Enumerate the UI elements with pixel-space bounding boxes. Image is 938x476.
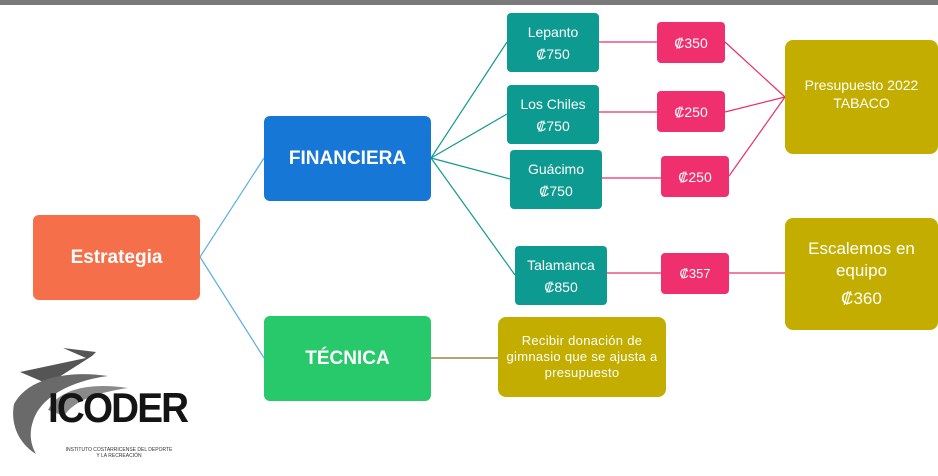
link-financiera-guacimo — [430, 157, 511, 180]
escalemos-node: Escalemos en equipo ₡360 — [785, 218, 938, 330]
cost-label: ₡250 — [678, 168, 712, 185]
logo-wordmark: ICODER — [48, 384, 189, 431]
location-name: Los Chiles — [520, 95, 586, 112]
location-node-lepanto: Lepanto ₡750 — [507, 13, 599, 72]
location-amount: ₡850 — [544, 278, 578, 295]
link-financiera-chiles — [430, 113, 508, 159]
cost-node-guacimo: ₡250 — [661, 156, 729, 197]
escalemos-label: Escalemos en equipo — [808, 239, 915, 280]
top-divider — [0, 0, 938, 5]
link-financiera-talamanca — [430, 157, 516, 276]
cost-label: ₡250 — [674, 103, 708, 120]
link-strategy-tecnica — [199, 256, 265, 359]
link-strategy-financiera — [199, 157, 265, 258]
financiera-label: FINANCIERA — [288, 147, 407, 169]
recibir-node: Recibir donación de gimnasio que se ajus… — [498, 317, 666, 397]
cost-label: ₡357 — [679, 266, 711, 281]
escalemos-amount: ₡360 — [841, 289, 882, 308]
tecnica-label: TÉCNICA — [305, 347, 390, 369]
location-name: Guácimo — [527, 160, 585, 177]
location-amount: ₡750 — [536, 45, 570, 62]
logo-subtitle: INSTITUTO COSTARRICENSE DEL DEPORTE Y LA… — [65, 447, 173, 459]
link-cost3-presupuesto — [728, 96, 786, 177]
cost-node-lepanto: ₡350 — [657, 22, 725, 63]
location-name: Talamanca — [527, 256, 595, 273]
recibir-label: Recibir donación de gimnasio que se ajus… — [506, 333, 658, 380]
icoder-logo-icon — [13, 348, 128, 454]
presupuesto-node: Presupuesto 2022 TABACO — [785, 40, 938, 154]
strategy-node: Estrategia — [33, 215, 200, 300]
tecnica-node: TÉCNICA — [264, 316, 431, 401]
link-cost2-presupuesto — [724, 96, 786, 113]
link-cost1-presupuesto — [724, 41, 786, 98]
location-amount: ₡750 — [536, 117, 570, 134]
presupuesto-label: Presupuesto 2022 TABACO — [804, 77, 919, 111]
location-name: Lepanto — [527, 23, 579, 40]
cost-node-talamanca: ₡357 — [661, 253, 729, 294]
cost-label: ₡350 — [674, 34, 708, 51]
cost-node-los-chiles: ₡250 — [657, 91, 725, 132]
location-amount: ₡750 — [539, 182, 573, 199]
location-node-talamanca: Talamanca ₡850 — [515, 246, 607, 305]
location-node-guacimo: Guácimo ₡750 — [510, 150, 602, 209]
strategy-label: Estrategia — [70, 246, 163, 268]
link-financiera-lepanto — [430, 41, 508, 159]
financiera-node: FINANCIERA — [264, 116, 431, 201]
location-node-los-chiles: Los Chiles ₡750 — [507, 85, 599, 144]
